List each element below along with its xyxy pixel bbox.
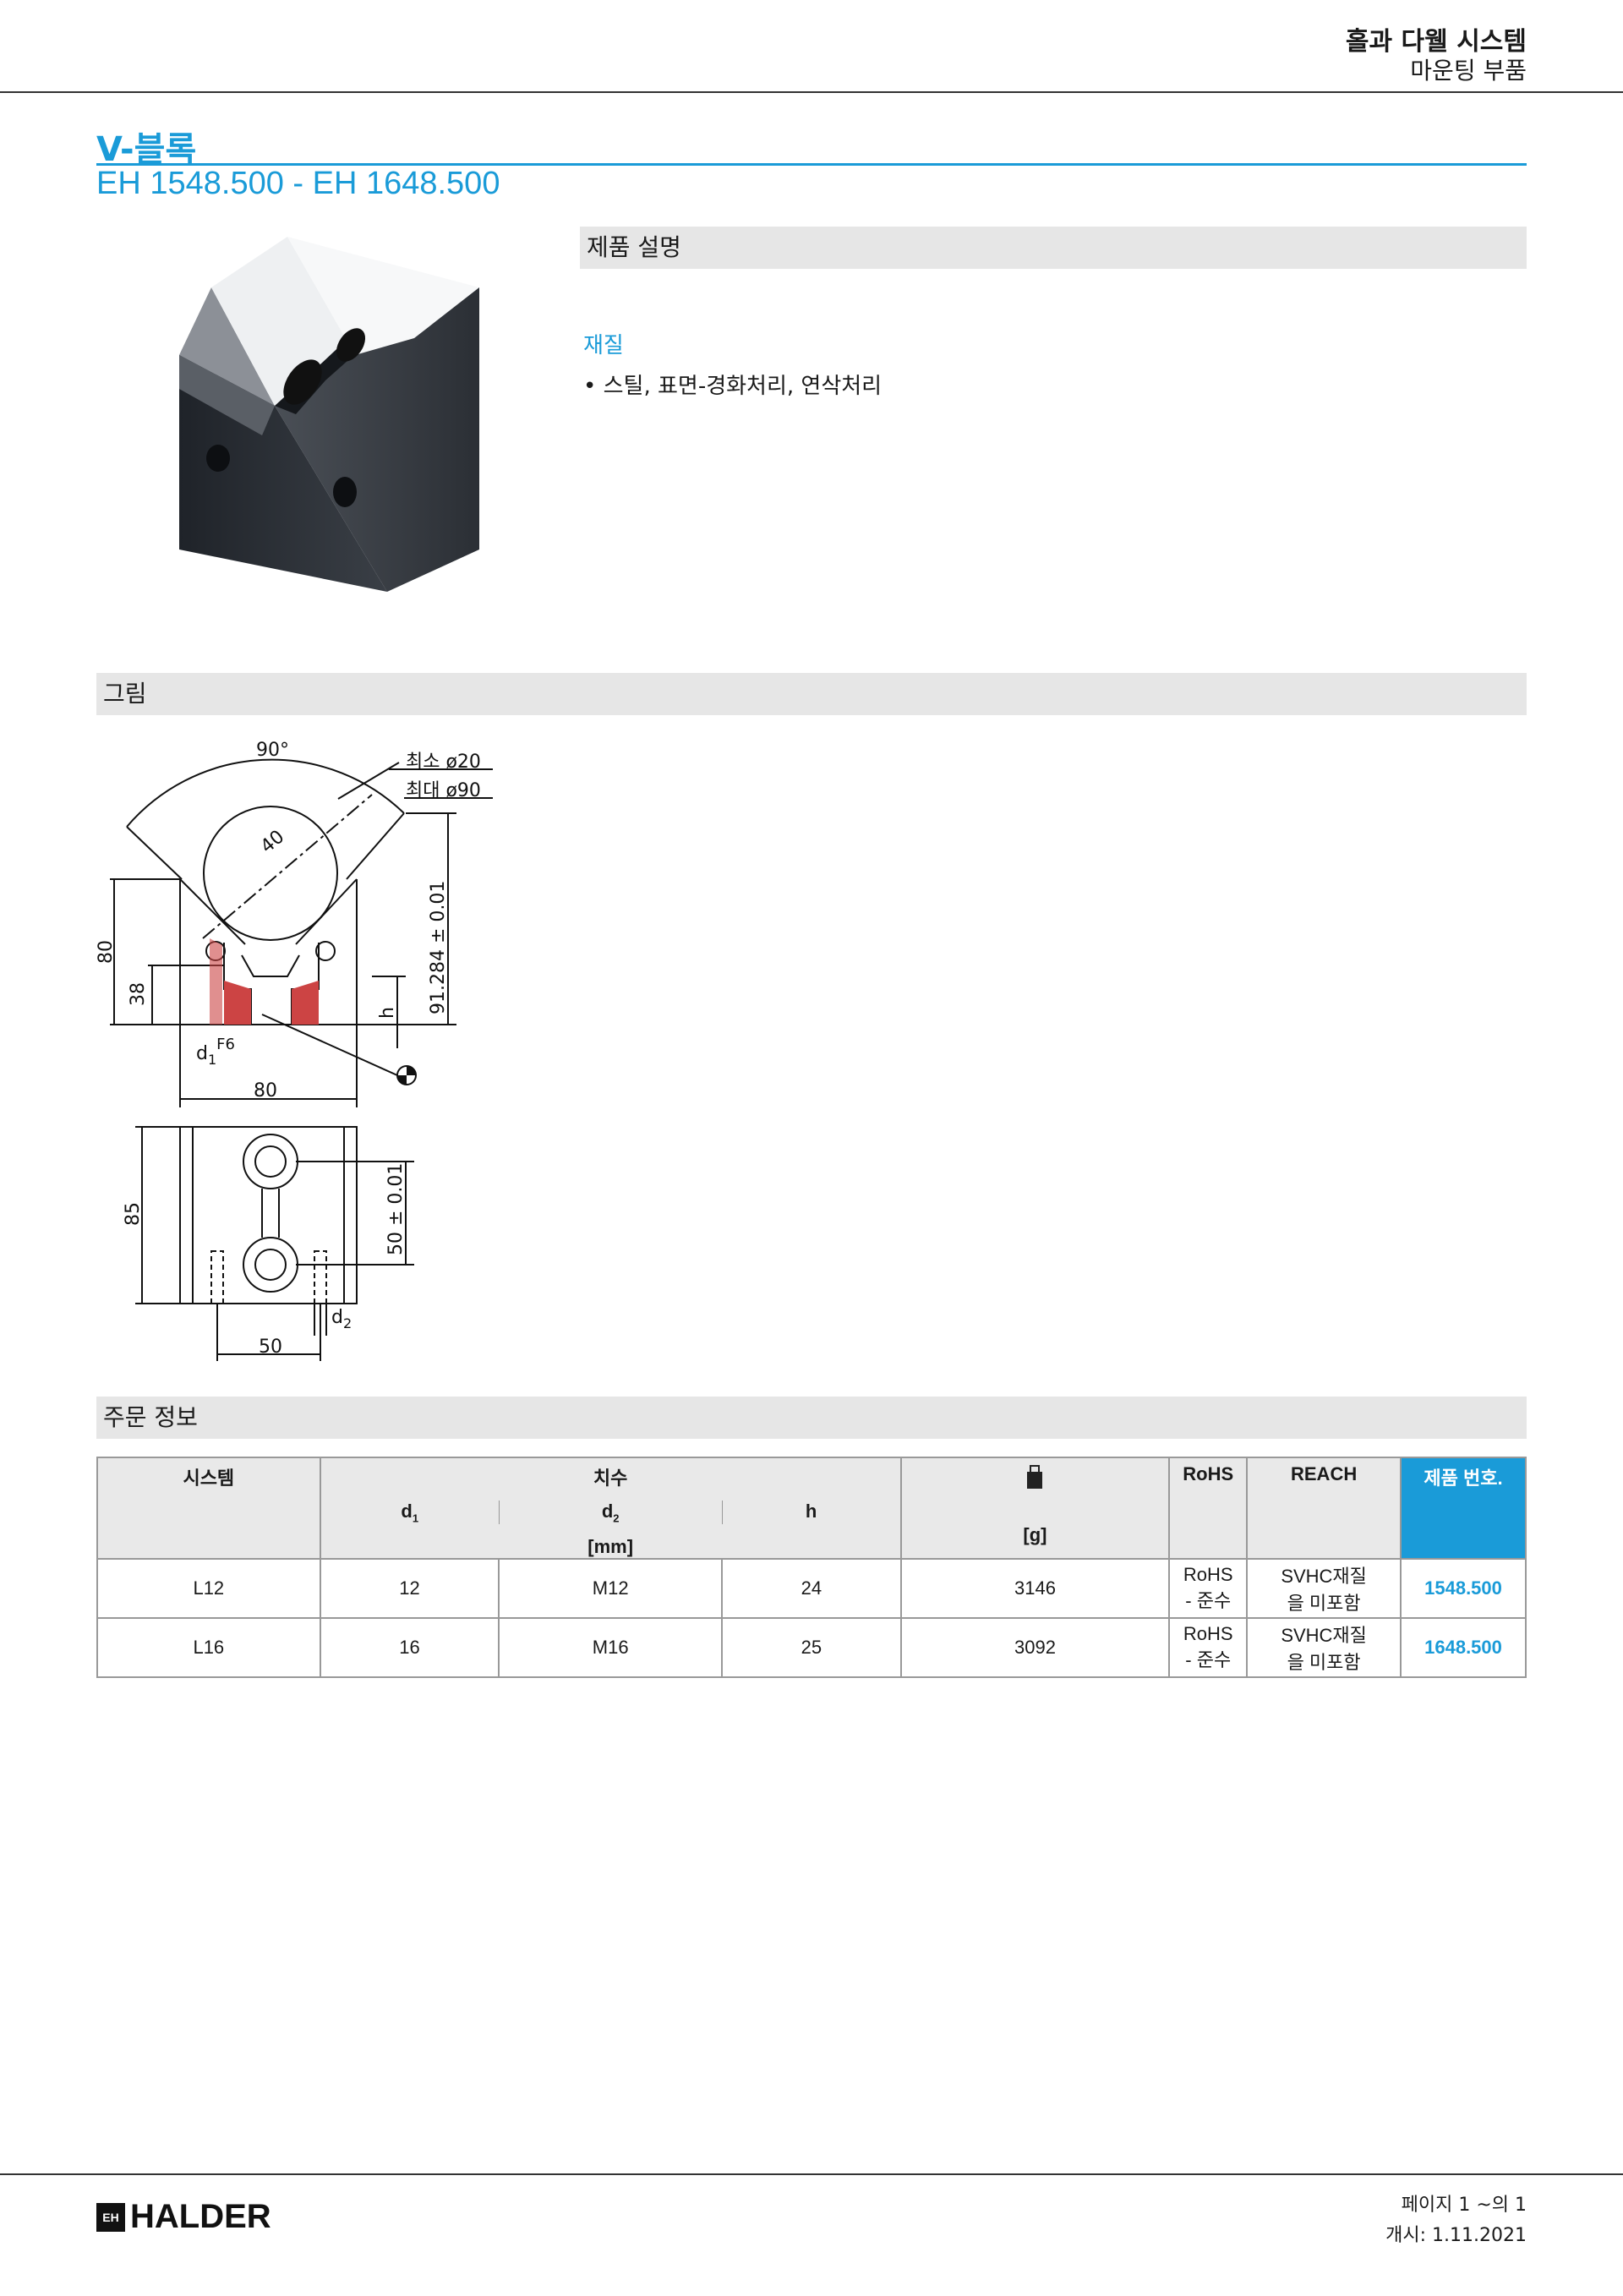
cell-rohs: RoHS- 준수: [1168, 1558, 1249, 1620]
dim-radius: 40: [257, 826, 289, 857]
halder-logo: EH HALDER: [96, 2198, 271, 2236]
material-label: 재질: [583, 333, 624, 358]
cell-h: 25: [720, 1617, 902, 1679]
unit-g: [g]: [1023, 1524, 1047, 1545]
dim-height-v: 91.284 ± 0.01: [428, 881, 449, 1014]
col-dimensions: 치수 d1 d2 h [mm]: [319, 1456, 902, 1561]
col-d2: d2: [500, 1501, 723, 1525]
dim-max-dia: 최대 ø90: [406, 780, 481, 801]
cell-d2: M16: [498, 1617, 723, 1679]
unit-mm: [mm]: [587, 1536, 634, 1558]
section-header-order: 주문 정보: [96, 1397, 1527, 1439]
cell-system: L12: [96, 1558, 321, 1620]
col-system: 시스템: [96, 1456, 321, 1561]
dim-base-50: 50: [259, 1337, 282, 1358]
halder-logo-mark: EH: [96, 2202, 125, 2232]
product-photo: [179, 237, 479, 592]
col-part-no: 제품 번호.: [1400, 1456, 1527, 1561]
dim-spacing: 50 ± 0.01: [385, 1163, 407, 1255]
halder-logo-text: HALDER: [130, 2198, 271, 2235]
dim-d1: d1F6: [196, 1036, 235, 1068]
header-subtitle: 마운팅 부품: [1410, 57, 1527, 85]
dim-h: h: [377, 1007, 398, 1019]
dim-height-38: 38: [128, 982, 149, 1006]
col-reach: REACH: [1246, 1456, 1402, 1561]
dim-d2: d2: [331, 1307, 352, 1331]
order-table: 시스템 치수 d1 d2 h [mm] [g] RoHS REACH 제품 번호…: [96, 1456, 1527, 1679]
page-number: 페이지 1 ~의 1: [1401, 2195, 1527, 2216]
cell-weight: 3146: [899, 1558, 1171, 1620]
technical-drawing: 90° 최소 ø20 최대 ø90 40 80 38 91.284 ± 0.01…: [96, 740, 493, 1361]
dim-height-85: 85: [123, 1202, 144, 1226]
material-item: • 스틸, 표면-경화처리, 연삭처리: [583, 374, 883, 399]
cell-h: 24: [720, 1558, 902, 1620]
product-range: EH 1548.500 - EH 1648.500: [96, 166, 500, 201]
page-title: V-블록: [96, 130, 197, 169]
section-header-description: 제품 설명: [580, 227, 1527, 269]
publish-date: 개시: 1.11.2021: [1385, 2225, 1527, 2246]
header-title: 홀과 다웰 시스템: [1345, 27, 1527, 57]
dim-height-total: 80: [96, 940, 117, 964]
cell-part-no[interactable]: 1648.500: [1400, 1617, 1527, 1679]
cell-weight: 3092: [899, 1617, 1171, 1679]
dim-width-80: 80: [254, 1080, 277, 1102]
dim-min-dia: 최소 ø20: [406, 752, 481, 773]
weight-icon: [1027, 1465, 1043, 1489]
cell-d1: 16: [319, 1617, 500, 1679]
col-d1: d1: [321, 1501, 500, 1525]
material-item-text: 스틸, 표면-경화처리, 연삭처리: [603, 374, 883, 399]
title-rule: [96, 163, 1527, 166]
cell-d2: M12: [498, 1558, 723, 1620]
section-header-figure: 그림: [96, 673, 1527, 715]
cell-system: L16: [96, 1617, 321, 1679]
footer-divider: [0, 2173, 1623, 2175]
header-divider: [0, 91, 1623, 93]
cell-part-no[interactable]: 1548.500: [1400, 1558, 1527, 1620]
col-weight: [g]: [899, 1456, 1171, 1561]
cell-rohs: RoHS- 준수: [1168, 1617, 1249, 1679]
col-h: h: [805, 1501, 817, 1522]
col-rohs: RoHS: [1168, 1456, 1249, 1561]
dim-angle: 90°: [256, 740, 289, 761]
cell-d1: 12: [319, 1558, 500, 1620]
